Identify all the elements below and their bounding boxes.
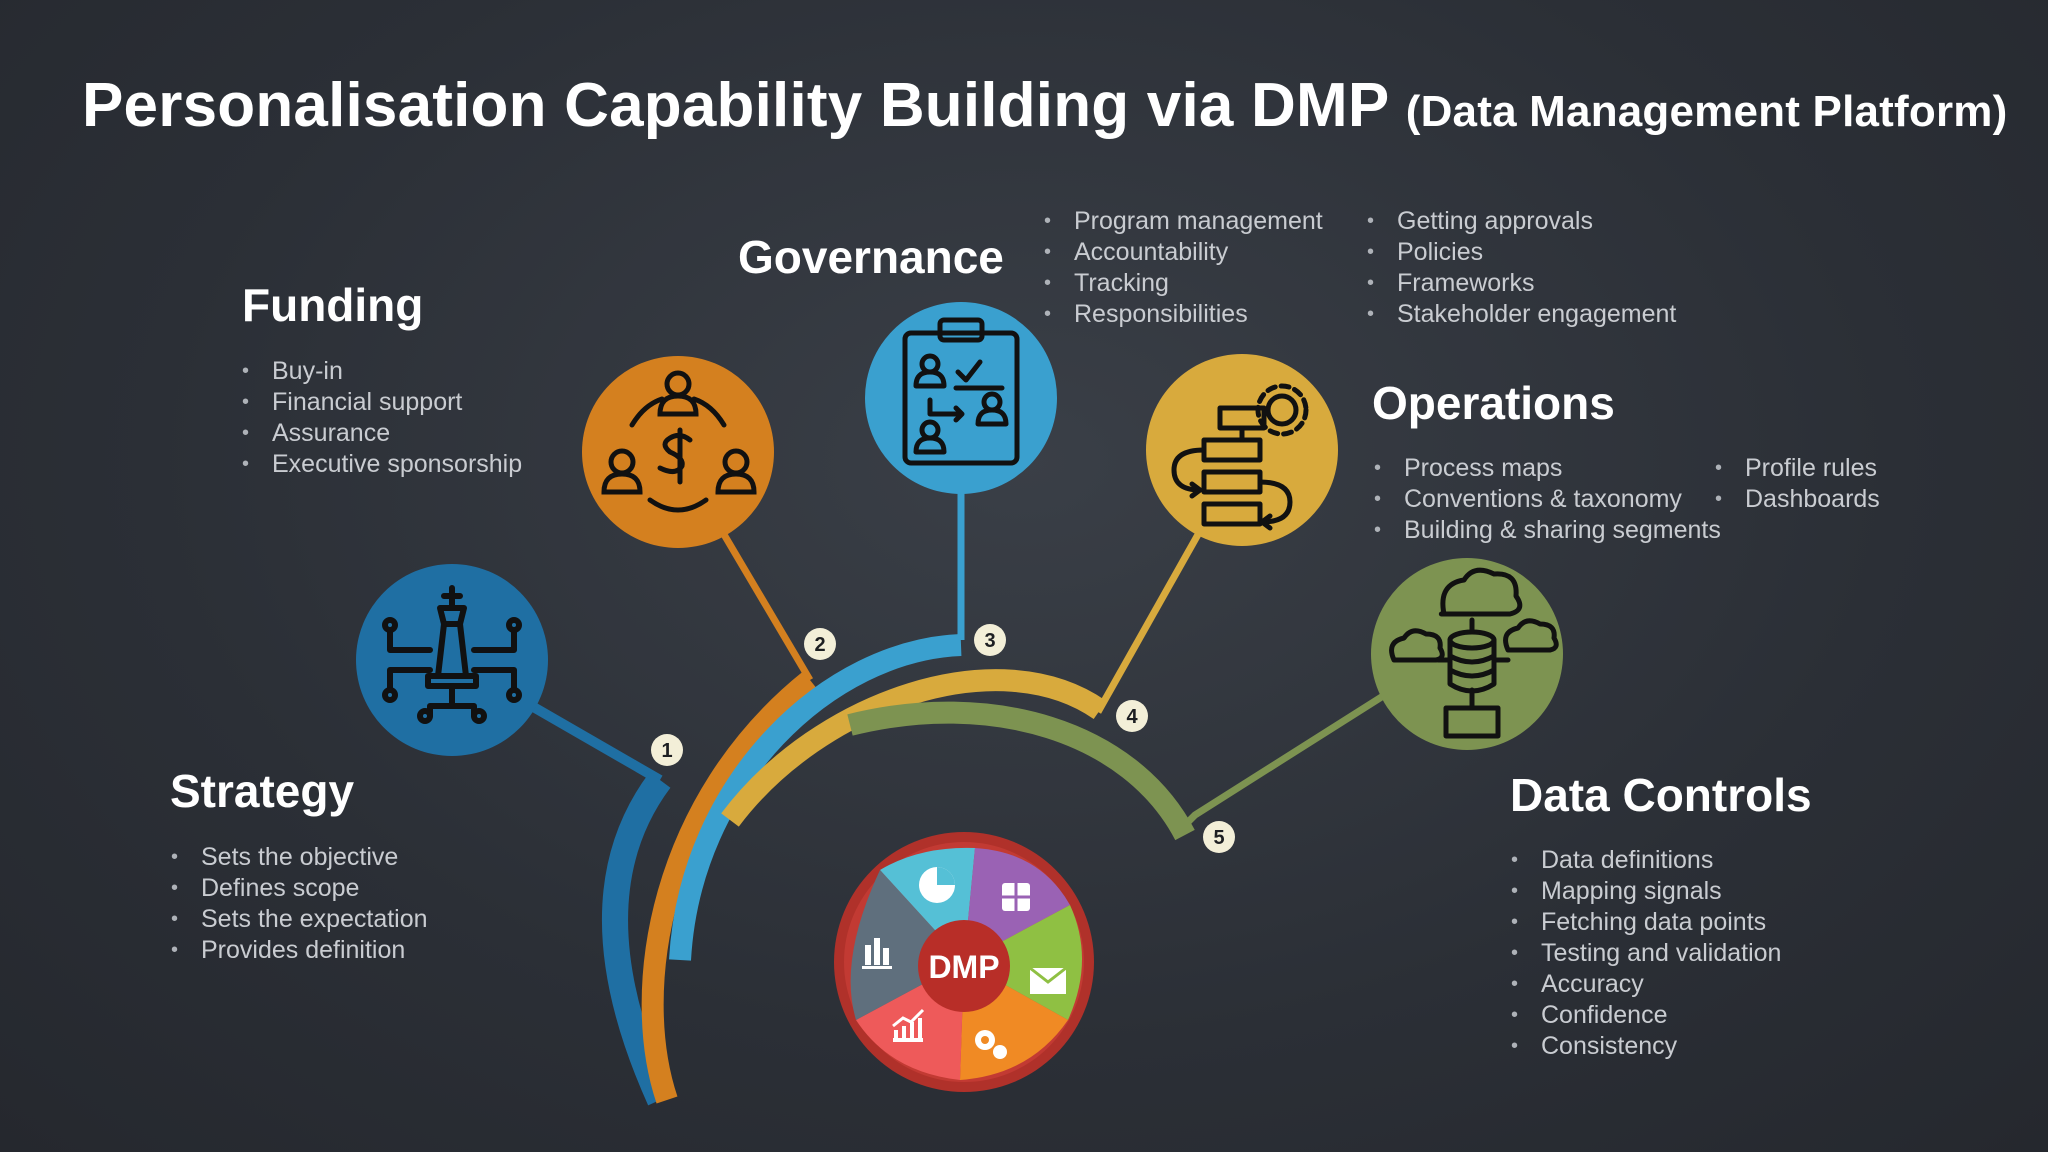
clipboard-people-governance-icon [902, 317, 1020, 466]
calculator-icon [1002, 883, 1030, 911]
list-item: Consistency [1511, 1031, 1781, 1062]
list-item: Buy-in [242, 356, 522, 387]
list-item: Process maps [1374, 453, 1721, 484]
list-item: Responsibilities [1044, 299, 1323, 330]
governance-circle [865, 302, 1057, 494]
hub-segment-slate [850, 870, 964, 1020]
list-item: Dashboards [1715, 484, 1880, 515]
list-item: Data definitions [1511, 845, 1781, 876]
gears-icon [975, 1030, 1007, 1059]
svg-text:4: 4 [1126, 706, 1138, 728]
list-item: Building & sharing segments [1374, 515, 1721, 546]
list-item: Mapping signals [1511, 876, 1781, 907]
badge-3: 3 [974, 624, 1006, 656]
governance-bullets-right: Getting approvals Policies Frameworks St… [1367, 206, 1676, 330]
list-item: Executive sponsorship [242, 449, 522, 480]
people-dollar-funding-icon [601, 370, 757, 513]
svg-text:3: 3 [984, 630, 995, 652]
badge-4: 4 [1116, 700, 1148, 732]
arc-operations [721, 669, 1107, 827]
list-item: Profile rules [1715, 453, 1880, 484]
operations-bullets-left: Process maps Conventions & taxonomy Buil… [1374, 453, 1721, 546]
line-chart-icon [892, 1008, 925, 1042]
bar-chart-icon [862, 938, 892, 969]
badge-1: 1 [651, 734, 683, 766]
title-main: Personalisation Capability Building via … [82, 71, 1389, 140]
list-item: Defines scope [171, 873, 428, 904]
arc-funding [641, 671, 817, 1104]
arc-strategy [602, 772, 672, 1106]
list-item: Provides definition [171, 935, 428, 966]
envelope-icon [1029, 966, 1067, 994]
list-item: Program management [1044, 206, 1323, 237]
list-item: Testing and validation [1511, 938, 1781, 969]
list-item: Stakeholder engagement [1367, 299, 1676, 330]
badge-5: 5 [1203, 821, 1235, 853]
chess-king-strategy-icon [382, 585, 522, 724]
heading-strategy: Strategy [170, 765, 355, 817]
pie-chart-icon [919, 867, 955, 903]
page-title: Personalisation Capability Building via … [82, 70, 2007, 141]
svg-text:5: 5 [1213, 827, 1224, 849]
list-item: Policies [1367, 237, 1676, 268]
badge-2: 2 [804, 628, 836, 660]
list-item: Sets the objective [171, 842, 428, 873]
title-sub: (Data Management Platform) [1405, 87, 2008, 136]
list-item: Sets the expectation [171, 904, 428, 935]
dmp-label: DMP [928, 949, 999, 985]
process-gear-operations-icon [1171, 383, 1309, 531]
dmp-hub: DMP [834, 832, 1094, 1092]
list-item: Frameworks [1367, 268, 1676, 299]
funding-circle [582, 356, 774, 548]
list-item: Accountability [1044, 237, 1323, 268]
svg-text:2: 2 [814, 634, 825, 656]
heading-governance: Governance [738, 231, 1004, 283]
svg-text:1: 1 [661, 740, 672, 762]
list-item: Assurance [242, 418, 522, 449]
governance-bullets-left: Program management Accountability Tracki… [1044, 206, 1323, 330]
list-item: Accuracy [1511, 969, 1781, 1000]
heading-funding: Funding [242, 279, 424, 331]
arc-data-controls [847, 701, 1195, 841]
heading-operations: Operations [1372, 377, 1615, 429]
funding-bullets: Buy-in Financial support Assurance Execu… [242, 356, 522, 480]
list-item: Confidence [1511, 1000, 1781, 1031]
arc-governance [669, 634, 962, 961]
cloud-database-data-controls-icon [1389, 567, 1559, 739]
operations-bullets-right: Profile rules Dashboards [1715, 453, 1880, 515]
list-item: Tracking [1044, 268, 1323, 299]
strategy-circle [356, 564, 548, 756]
heading-data-controls: Data Controls [1510, 769, 1812, 821]
list-item: Fetching data points [1511, 907, 1781, 938]
list-item: Getting approvals [1367, 206, 1676, 237]
data-controls-circle [1371, 558, 1563, 750]
strategy-bullets: Sets the objective Defines scope Sets th… [171, 842, 428, 966]
list-item: Financial support [242, 387, 522, 418]
list-item: Conventions & taxonomy [1374, 484, 1721, 515]
data-controls-bullets: Data definitions Mapping signals Fetchin… [1511, 845, 1781, 1062]
operations-circle [1146, 354, 1338, 546]
